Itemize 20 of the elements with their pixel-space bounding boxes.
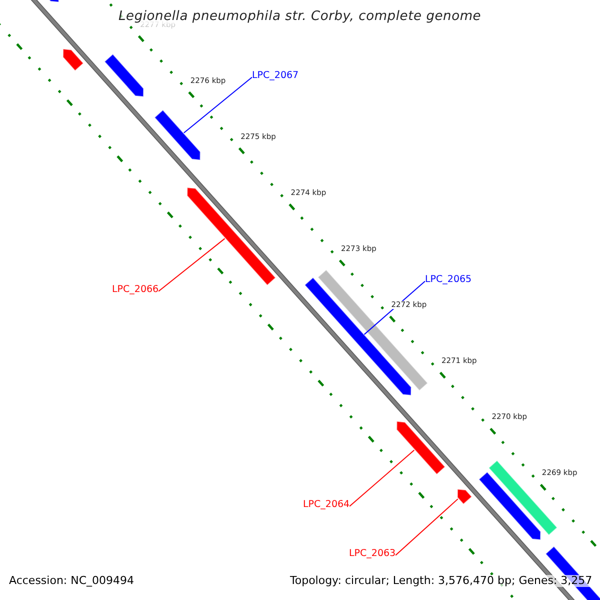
gene-feature-block <box>304 276 412 396</box>
leader-line <box>183 76 252 134</box>
leader-line <box>349 450 415 507</box>
leader-line <box>395 498 458 556</box>
accession-text: Accession: NC_009494 <box>9 575 134 588</box>
gene-label: LPC_2067 <box>252 71 299 82</box>
gene-label: LPC_2063 <box>349 549 396 560</box>
gene-feature-block <box>154 109 201 160</box>
leader-line <box>158 238 226 292</box>
gene-feature-block <box>456 488 472 505</box>
gene-feature-block <box>104 54 144 98</box>
gene-feature-block <box>62 48 84 72</box>
gene-label: LPC_2066 <box>112 285 159 296</box>
gene-label: LPC_2064 <box>303 500 350 510</box>
gene-feature-block <box>478 471 542 540</box>
gene-label: LPC_2065 <box>425 275 472 286</box>
leader-line <box>364 280 426 335</box>
gene-feature-block <box>396 420 446 475</box>
gene-feature-block <box>186 187 276 286</box>
genome-info-text: Topology: circular; Length: 3,576,470 bp; Genes: 3,257 <box>290 575 592 588</box>
